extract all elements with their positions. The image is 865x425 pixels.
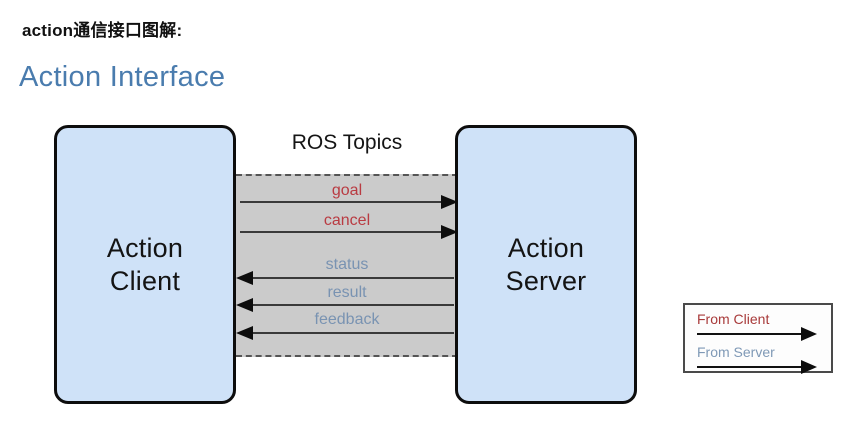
flow-label-feedback: feedback (314, 311, 380, 328)
flow-arrow-status-icon (236, 271, 253, 285)
flow-line-cancel (240, 231, 453, 233)
flow-arrow-feedback-icon (236, 326, 253, 340)
legend-row-from-client: From Client (685, 311, 835, 343)
flow-label-status: status (325, 256, 369, 273)
legend-row-from-server: From Server (685, 344, 835, 376)
ros-topics-label: ROS Topics (291, 131, 403, 154)
page-title-english: Action Interface (19, 61, 226, 93)
node-action-server-label: Action Server (505, 232, 587, 296)
legend-arrow-from-client-icon (801, 327, 817, 341)
node-action-client[interactable]: Action Client (54, 125, 236, 404)
flow-label-result: result (327, 284, 367, 301)
legend-line-from-client (697, 333, 807, 335)
flow-label-goal: goal (331, 182, 363, 199)
flow-line-result (241, 304, 454, 306)
flow-line-feedback (241, 332, 454, 334)
legend-arrow-from-server-icon (801, 360, 817, 374)
flow-line-goal (240, 201, 453, 203)
legend-label-from-client: From Client (697, 311, 770, 327)
node-action-server[interactable]: Action Server (455, 125, 637, 404)
flow-arrow-goal-icon (441, 195, 458, 209)
flow-arrow-cancel-icon (441, 225, 458, 239)
node-action-client-label: Action Client (106, 232, 184, 296)
flow-label-cancel: cancel (323, 212, 371, 229)
ros-topics-band (236, 174, 458, 357)
page-title-chinese: action通信接口图解: (22, 21, 183, 40)
legend-box: From Client From Server (683, 303, 835, 376)
flow-arrow-result-icon (236, 298, 253, 312)
legend-line-from-server (697, 366, 807, 368)
legend-label-from-server: From Server (697, 344, 775, 360)
flow-line-status (241, 277, 454, 279)
